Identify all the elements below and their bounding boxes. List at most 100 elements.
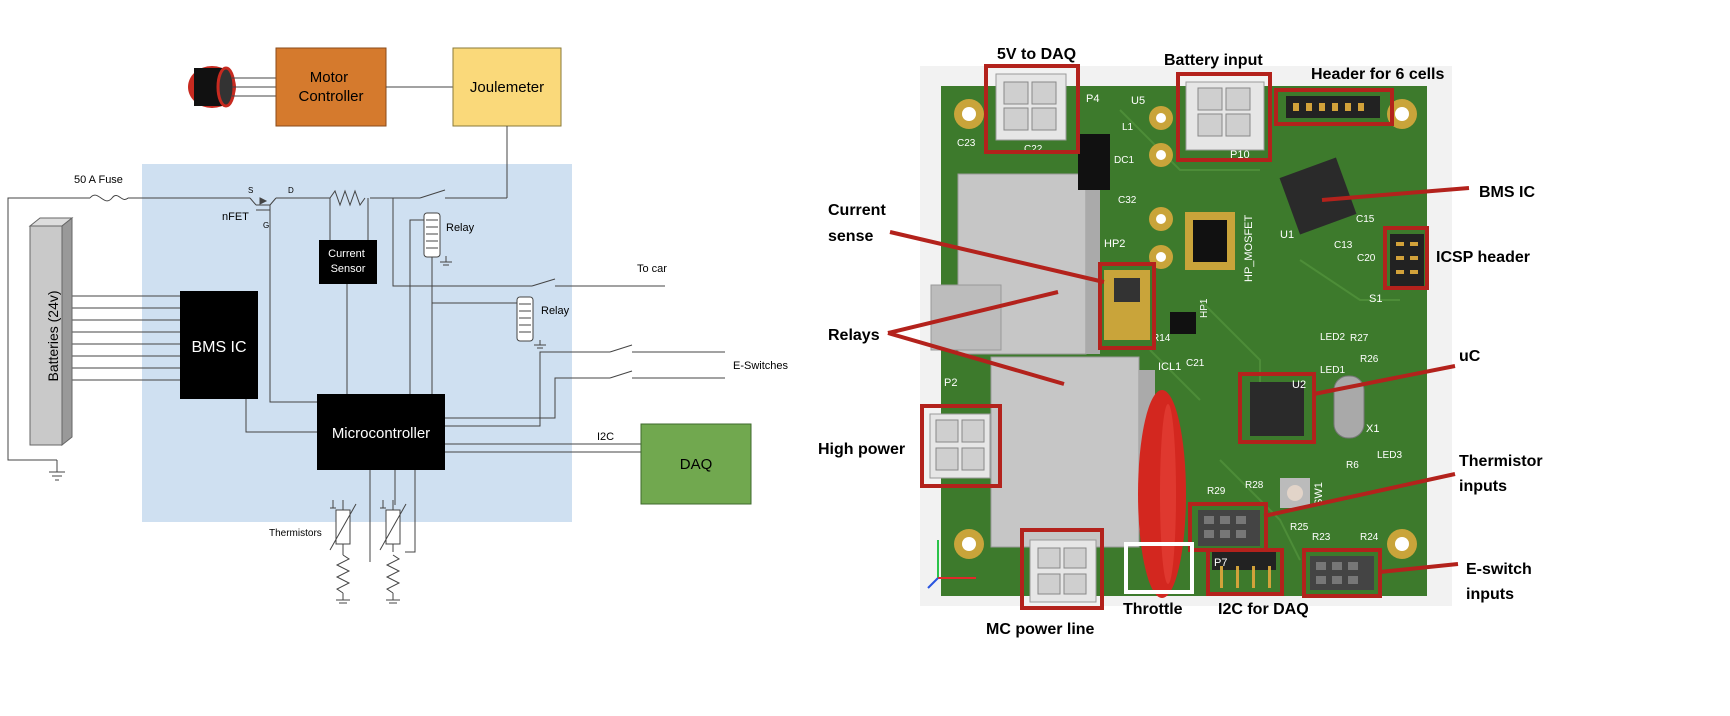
highlight-5v-daq xyxy=(984,64,1080,154)
silk-x1: X1 xyxy=(1366,423,1379,435)
silk-r27: R27 xyxy=(1350,333,1369,344)
motor-controller-block xyxy=(275,47,387,127)
label-relays: Relays xyxy=(828,327,880,344)
highlight-battery-input xyxy=(1176,72,1272,162)
label-icsp-header: ICSP header xyxy=(1436,249,1530,266)
e-switches-label: E-Switches xyxy=(733,360,789,372)
schematic-diagram: Motor Controller Joulemeter xyxy=(7,47,789,604)
label-e-switch-inputs: E-switch inputs xyxy=(1466,561,1536,603)
relay-2-label: Relay xyxy=(541,305,570,317)
silk-sw1: SW1 xyxy=(1313,482,1325,506)
silk-r25: R25 xyxy=(1290,522,1309,533)
connector-p2 xyxy=(929,413,991,479)
mounting-hole xyxy=(1149,143,1173,167)
silk-u2: U2 xyxy=(1292,379,1306,391)
bms-ic-block xyxy=(180,291,258,399)
current-sensor-block xyxy=(319,240,377,284)
silk-r6: R6 xyxy=(1346,460,1359,471)
motor-icon xyxy=(188,66,276,108)
nfet-s-label: S xyxy=(248,186,253,195)
silk-l1: L1 xyxy=(1122,122,1134,133)
thermistor-header xyxy=(1198,510,1260,546)
highlight-throttle xyxy=(1124,542,1194,594)
callout-lines xyxy=(887,186,1470,574)
joulemeter-label: Joulemeter xyxy=(470,79,544,96)
highlight-uc xyxy=(1238,372,1316,444)
label-throttle: Throttle xyxy=(1123,601,1183,618)
icsp-header xyxy=(1390,234,1424,286)
mounting-hole xyxy=(1149,106,1173,130)
relay-component xyxy=(990,356,1155,548)
silk-r24: R24 xyxy=(1360,532,1379,543)
connector-mc-power xyxy=(1029,539,1097,603)
silk-hp-mosfet: HP_MOSFET xyxy=(1243,214,1255,282)
to-car-label: To car xyxy=(637,263,667,275)
microcontroller-label: Microcontroller xyxy=(332,425,430,442)
silk-c32: C32 xyxy=(1118,195,1137,206)
silk-c13: C13 xyxy=(1334,240,1353,251)
label-thermistor-inputs: Thermistor inputs xyxy=(1459,453,1547,495)
silk-p7: P7 xyxy=(1214,557,1227,569)
daq-block xyxy=(640,423,752,505)
silk-led3: LED3 xyxy=(1377,450,1402,461)
label-current-sense: Current sense xyxy=(828,202,890,245)
mounting-hole xyxy=(954,529,984,559)
e-switch-header xyxy=(1310,556,1374,590)
silk-c15: C15 xyxy=(1356,214,1375,225)
current-sensor-label: Current Sensor xyxy=(328,248,368,275)
silk-r29: R29 xyxy=(1207,486,1226,497)
silk-c21: C21 xyxy=(1186,358,1205,369)
thermistor-icon xyxy=(379,500,407,551)
silk-c20: C20 xyxy=(1357,253,1376,264)
silk-dc1: DC1 xyxy=(1114,155,1134,166)
mounting-hole xyxy=(1149,207,1173,231)
relay-1-label: Relay xyxy=(446,222,475,234)
thermistors-label: Thermistors xyxy=(269,528,322,539)
relay-coil-icon xyxy=(423,212,441,258)
i2c-header xyxy=(1212,552,1276,588)
highlight-i2c xyxy=(1206,548,1284,596)
axes-icon xyxy=(927,540,976,589)
pcb-render: P4 U5 C23 C22 L1 DC1 C32 P10 HP2 HP_MOSF… xyxy=(818,46,1547,638)
microcontroller-block xyxy=(317,394,445,470)
highlight-boxes xyxy=(920,64,1429,610)
bms-ic-label: BMS IC xyxy=(191,339,246,356)
label-uc: uC xyxy=(1459,348,1481,365)
silk-r28: R28 xyxy=(1245,480,1264,491)
highlight-high-power xyxy=(920,404,1002,488)
silk-hp2: HP2 xyxy=(1104,238,1125,250)
nfet-d-label: D xyxy=(288,186,294,195)
silk-r23: R23 xyxy=(1312,532,1331,543)
daq-label: DAQ xyxy=(680,456,713,473)
highlight-current-sense xyxy=(1098,262,1156,350)
label-battery-input: Battery input xyxy=(1164,52,1263,69)
mounting-hole xyxy=(1387,529,1417,559)
label-mc-power-line: MC power line xyxy=(986,621,1095,638)
highlight-icsp xyxy=(1383,226,1429,290)
mounting-hole xyxy=(954,99,984,129)
label-i2c-for-daq: I2C for DAQ xyxy=(1218,601,1309,618)
nfet-g-label: G xyxy=(263,221,269,230)
nfet-label: nFET xyxy=(222,211,249,223)
silk-c22: C22 xyxy=(1024,144,1043,155)
silk-icl1: ICL1 xyxy=(1158,361,1181,373)
connector-p4 xyxy=(995,73,1067,141)
silk-r26: R26 xyxy=(1360,354,1379,365)
label-header-6-cells: Header for 6 cells xyxy=(1311,66,1445,83)
header-6-cells xyxy=(1286,96,1380,118)
silk-led2: LED2 xyxy=(1320,332,1345,343)
silk-hp1: HP1 xyxy=(1199,298,1210,318)
motor-controller-label: Motor Controller xyxy=(298,69,363,105)
silk-u1: U1 xyxy=(1280,229,1294,241)
label-bms-ic: BMS IC xyxy=(1479,184,1535,201)
battery-pack xyxy=(28,216,74,447)
silk-r14: R14 xyxy=(1152,333,1171,344)
thermistor-icon xyxy=(329,500,357,551)
silk-u5: U5 xyxy=(1131,95,1145,107)
silk-p2: P2 xyxy=(944,377,957,389)
label-5v-to-daq: 5V to DAQ xyxy=(997,46,1076,63)
silk-c23: C23 xyxy=(957,138,976,149)
highlight-header-6-cells xyxy=(1274,88,1394,126)
nfet-icon xyxy=(249,197,277,211)
